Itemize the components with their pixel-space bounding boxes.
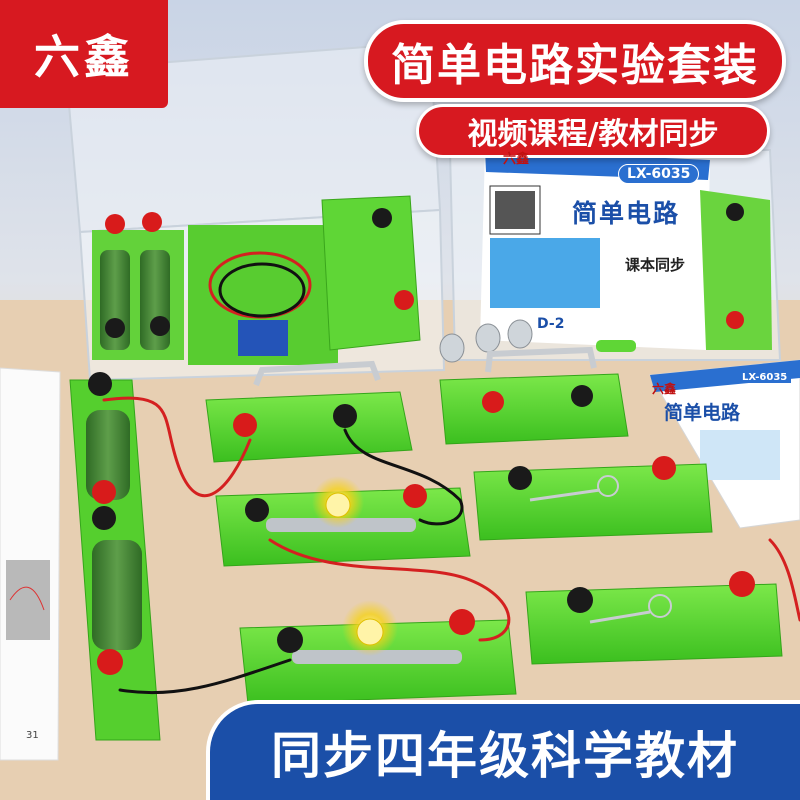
brand-logo: 六鑫	[0, 0, 168, 108]
bottom-banner: 同步四年级科学教材	[206, 700, 800, 800]
spring-board-lower	[525, 571, 783, 665]
worksheet-paper	[0, 367, 61, 761]
package-sync-label: 课本同步	[625, 256, 686, 274]
package-model-badge: LX-6035	[618, 164, 700, 184]
subtitle-banner: 视频课程/教材同步	[416, 104, 770, 158]
title-banner-text: 简单电路实验套装	[391, 40, 759, 91]
subtitle-banner-text: 视频课程/教材同步	[467, 117, 719, 152]
bottom-banner-text: 同步四年级科学教材	[271, 727, 739, 785]
package-code: D-2	[537, 316, 565, 332]
title-banner: 简单电路实验套装	[364, 20, 786, 102]
booklet-model: LX-6035	[738, 372, 792, 383]
package-title: 简单电路	[572, 199, 681, 228]
switch-board-top	[205, 360, 413, 463]
connecting-wires	[102, 396, 800, 695]
package-box	[448, 149, 782, 361]
spare-bulbs	[439, 319, 533, 363]
package-logo-text: 六鑫	[503, 152, 530, 167]
paper-page-number: 31	[26, 730, 39, 741]
booklet-logo-text: 六鑫	[652, 382, 677, 396]
battery-holder-left	[69, 372, 161, 741]
booklet-title: 简单电路	[664, 402, 741, 424]
brand-logo-text: 六鑫	[34, 30, 134, 84]
switch-board-right	[439, 340, 636, 445]
spring-board-middle	[473, 456, 713, 541]
bulb-board-lower	[239, 600, 517, 705]
instruction-booklet	[649, 359, 800, 529]
